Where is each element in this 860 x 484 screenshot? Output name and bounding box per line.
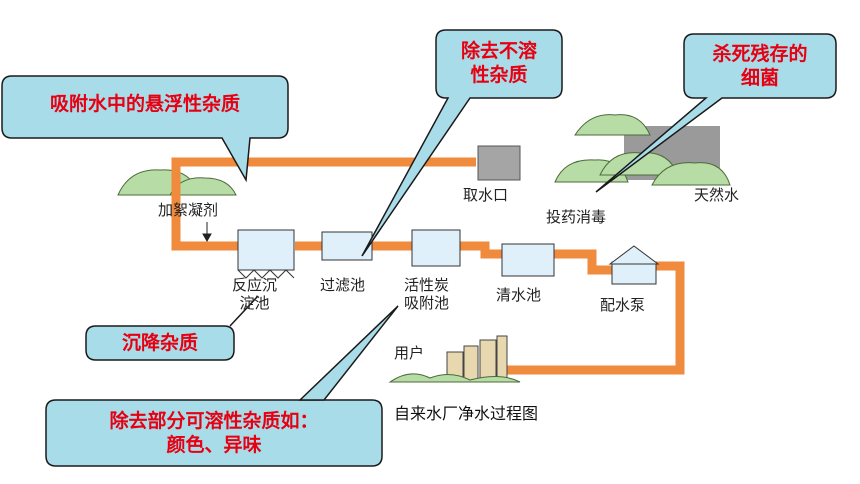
tanks xyxy=(237,229,660,285)
user-label: 用户 xyxy=(394,344,425,362)
diagram-caption: 自来水厂净水过程图 xyxy=(394,404,539,423)
callout-soluble-line2: 颜色、异味 xyxy=(166,434,262,456)
disinfection-label: 投药消毒 xyxy=(546,208,607,226)
user-buildings xyxy=(446,335,508,383)
callout-shapes xyxy=(1,29,837,467)
pump-label: 配水泵 xyxy=(600,296,646,314)
callout-insoluble-shape xyxy=(361,29,563,257)
filter-tank xyxy=(321,231,373,261)
callout-soluble-text: 除去部分可溶性杂质如： 颜色、异味 xyxy=(46,409,382,457)
intake-label: 取水口 xyxy=(463,186,509,204)
carbon-label-line1: 活性炭 xyxy=(404,276,450,294)
pipe-carbon-to-clear xyxy=(460,241,502,259)
callout-settle-shape xyxy=(85,325,235,361)
clear-water-label: 清水池 xyxy=(496,286,542,304)
tree-right xyxy=(651,162,731,186)
callout-settle-pointer xyxy=(229,295,259,327)
callout-bacteria-text: 杀死残存的 细菌 xyxy=(684,42,836,90)
pump-house xyxy=(608,245,660,285)
reaction-label-line2: 淀池 xyxy=(239,294,270,312)
coagulant-label: 加絮凝剂 xyxy=(158,201,219,219)
pipe-clear-to-pump xyxy=(553,249,612,275)
callout-soluble-shape xyxy=(45,399,383,467)
carbon-tank xyxy=(411,229,461,267)
natural-water-label: 天然水 xyxy=(694,186,740,204)
reaction-tank xyxy=(237,229,295,279)
callout-insoluble-text: 除去不溶 性杂质 xyxy=(436,39,562,87)
callout-insoluble-line2: 性杂质 xyxy=(470,64,528,86)
callout-adsorb-shape xyxy=(1,75,289,183)
callout-insoluble-line1: 除去不溶 xyxy=(460,40,537,62)
reaction-label-line1: 反应沉 xyxy=(232,276,278,294)
intake-box xyxy=(477,145,521,181)
filter-label: 过滤池 xyxy=(320,276,366,294)
callout-bacteria-shape xyxy=(595,33,837,193)
callout-soluble-line1: 除去部分可溶性杂质如： xyxy=(109,410,319,432)
callout-soluble-pointer xyxy=(298,305,399,401)
carbon-label-line2: 吸附池 xyxy=(404,294,450,312)
callout-settle-text: 沉降杂质 xyxy=(121,332,198,354)
callout-bacteria-line2: 细菌 xyxy=(740,67,779,89)
reaction-tank-label: 反应沉 淀池 xyxy=(232,276,277,312)
user-shrubs xyxy=(388,373,521,383)
clear-water-tank xyxy=(501,243,555,277)
callout-bacteria-line1: 杀死残存的 xyxy=(712,43,808,65)
carbon-tank-label: 活性炭 吸附池 xyxy=(404,276,449,312)
pipe-pump-to-user xyxy=(500,261,685,375)
pipeline xyxy=(171,157,685,375)
tree-top xyxy=(574,114,651,136)
coagulant-arrow xyxy=(202,222,212,243)
pipe-intake-to-reaction xyxy=(171,157,476,251)
callout-adsorb-text: 吸附水中的悬浮性杂质 xyxy=(49,93,240,115)
